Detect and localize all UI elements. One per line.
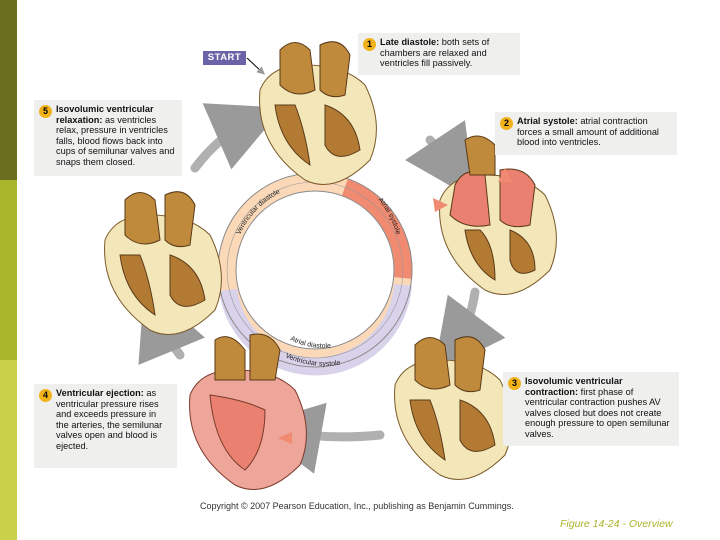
step-title: Isovolumic ventricular contraction:: [525, 376, 623, 397]
step-number: 2: [500, 117, 513, 130]
start-pointer: [246, 57, 265, 75]
heart-step-1: [259, 41, 377, 185]
step-1-callout: 1 Late diastole: both sets of chambers a…: [358, 33, 520, 75]
step-text: atrial contraction forces a small amount…: [517, 116, 659, 148]
step-title: Atrial systole:: [517, 116, 578, 126]
accent-bar-bottom: [0, 360, 17, 540]
step-3-callout: 3 Isovolumic ventricular contraction: fi…: [503, 372, 679, 446]
copyright-notice: Copyright © 2007 Pearson Education, Inc.…: [200, 501, 514, 511]
figure-caption: Figure 14-24 - Overview: [560, 518, 673, 530]
accent-bar-top: [0, 0, 17, 180]
step-2-callout: 2 Atrial systole: atrial contraction for…: [495, 112, 677, 155]
step-title: Ventricular ejection:: [56, 388, 144, 398]
step-4-callout: 4 Ventricular ejection: as ventricular p…: [34, 384, 177, 468]
heart-step-3: [394, 336, 512, 480]
step-number: 1: [363, 38, 376, 51]
ventricular-systole-band: [219, 284, 412, 376]
step-number: 3: [508, 377, 521, 390]
step-number: 5: [39, 105, 52, 118]
step-text: as ventricular pressure rises and exceed…: [56, 388, 163, 451]
step-text: as ventricles relax, pressure in ventric…: [56, 114, 175, 167]
cycle-ring: Ventricular diastole Atrial systole Atri…: [217, 172, 413, 376]
heart-step-4: [189, 333, 307, 490]
arrow-1-to-2: [405, 120, 475, 200]
flow-arrow-left-atrium: [433, 198, 448, 212]
step-text: first phase of ventricular contraction p…: [525, 386, 670, 439]
arrow-5-to-1: [190, 103, 284, 173]
flow-arrow-top-atrium: [498, 168, 512, 182]
step-number: 4: [39, 389, 52, 402]
step-text: both sets of chambers are relaxed and ve…: [380, 37, 490, 69]
heart-step-5: [104, 191, 222, 335]
heart-step-2: [439, 135, 557, 295]
step-title: Isovolumic ventricular relaxation:: [56, 104, 154, 125]
accent-bar-middle: [0, 180, 17, 360]
flow-arrow-ejection: [278, 432, 292, 444]
step-5-callout: 5 Isovolumic ventricular relaxation: as …: [34, 100, 182, 176]
flow-arrows: [278, 168, 512, 444]
step-title: Late diastole:: [380, 37, 440, 47]
start-label: START: [203, 51, 246, 65]
